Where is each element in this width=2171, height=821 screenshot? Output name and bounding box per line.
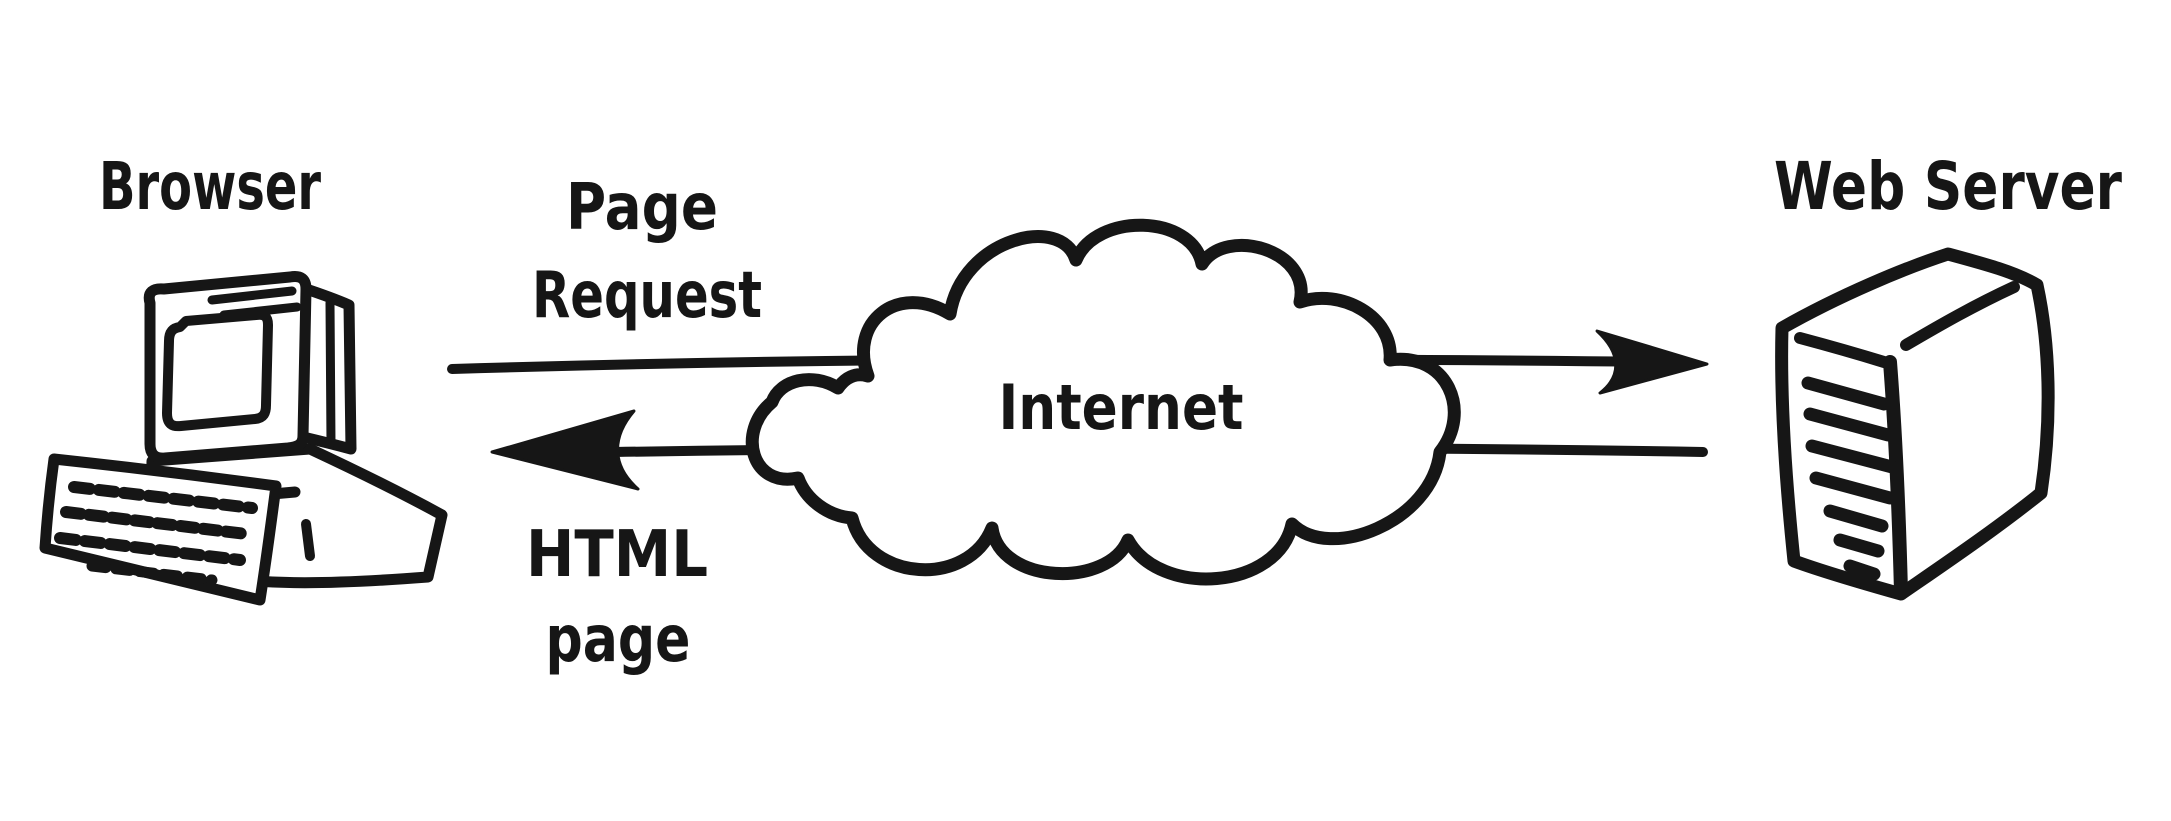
server-vent-2 xyxy=(1803,407,1895,442)
page-request-label-line1: Page xyxy=(566,171,718,245)
monitor-side-panel xyxy=(297,283,357,455)
keyboard-key-row-1 xyxy=(68,481,258,514)
monitor-screen xyxy=(162,309,273,432)
page-request-label-line2: Request xyxy=(532,259,762,333)
server-vent-1 xyxy=(1801,376,1891,411)
browser-label: Browser xyxy=(99,148,321,225)
html-page-label-line2: page xyxy=(546,603,691,677)
monitor-side-line xyxy=(325,298,336,448)
internet-label: Internet xyxy=(999,371,1244,444)
server-vent-5 xyxy=(1823,504,1889,533)
server-body xyxy=(1775,247,2055,601)
web-server-icon xyxy=(1775,247,2055,601)
internet-cloud: Internet xyxy=(745,218,1461,586)
keyboard-key-row-3 xyxy=(54,532,246,566)
keyboard-key-row-2 xyxy=(60,506,252,540)
monitor-top-accent-1 xyxy=(207,286,297,305)
html-page-arrowhead xyxy=(490,409,640,491)
computer-power-switch xyxy=(301,519,315,561)
cloud-outline xyxy=(745,218,1461,586)
server-front-top-accent xyxy=(1794,332,1890,368)
server-front-edge xyxy=(1883,355,1908,599)
monitor-top-accent-2 xyxy=(219,302,302,320)
web-server-label: Web Server xyxy=(1774,148,2122,225)
server-vent-7 xyxy=(1843,559,1881,581)
html-page-label: HTML page xyxy=(526,518,708,677)
page-request-label: Page Request xyxy=(532,171,762,333)
server-vent-4 xyxy=(1809,471,1897,505)
html-page-label-line1: HTML xyxy=(526,518,708,592)
page-request-arrowhead xyxy=(1595,329,1709,395)
server-top-accent xyxy=(1900,281,2020,351)
server-vent-6 xyxy=(1833,533,1885,558)
keyboard-key-row-4 xyxy=(86,560,218,586)
browser-computer-icon xyxy=(39,271,448,606)
server-vent-3 xyxy=(1805,439,1899,474)
